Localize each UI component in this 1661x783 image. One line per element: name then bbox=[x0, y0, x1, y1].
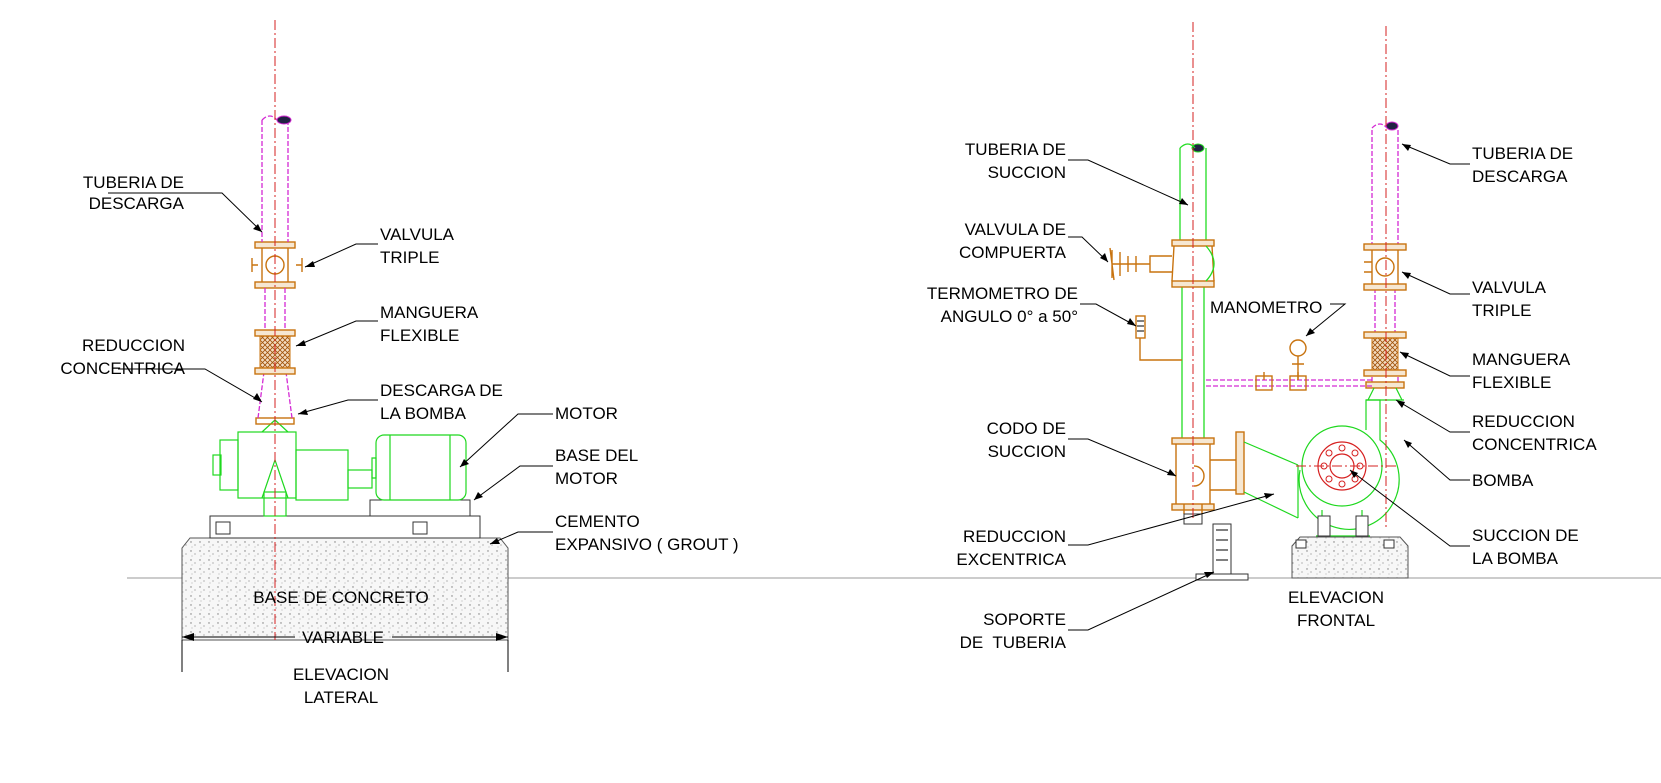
label-base-motor-l2: MOTOR bbox=[555, 469, 618, 488]
label-reduccion-f-l1: REDUCCION bbox=[1472, 412, 1575, 431]
label-base-motor-l1: BASE DEL bbox=[555, 446, 638, 465]
label-tuberia-descarga-f-l2: DESCARGA bbox=[1472, 167, 1568, 186]
triple-valve-frontal bbox=[1363, 243, 1407, 291]
lateral-elevation bbox=[108, 20, 553, 672]
flexible-hose-frontal bbox=[1371, 335, 1399, 371]
motor-base bbox=[369, 499, 471, 517]
label-tuberia-succion-l1: TUBERIA DE bbox=[965, 140, 1066, 159]
title-lateral-l1: ELEVACION bbox=[293, 665, 389, 684]
label-manometro: MANOMETRO bbox=[1210, 298, 1322, 317]
label-reduccion-exc-l1: REDUCCION bbox=[963, 527, 1066, 546]
label-tuberia-succion-l2: SUCCION bbox=[988, 163, 1066, 182]
label-manguera-f-l2: FLEXIBLE bbox=[1472, 373, 1551, 392]
base-frame bbox=[209, 515, 481, 539]
label-soporte-l2: DE TUBERIA bbox=[960, 633, 1067, 652]
label-succion-bomba-l2: LA BOMBA bbox=[1472, 549, 1559, 568]
label-cemento-l1: CEMENTO bbox=[555, 512, 640, 531]
pump-frontal bbox=[1298, 399, 1400, 537]
label-manguera-f-l1: MANGUERA bbox=[1472, 350, 1571, 369]
label-reduccion-l1: REDUCCION bbox=[82, 336, 185, 355]
label-manguera-l1: MANGUERA bbox=[380, 303, 479, 322]
suction-elbow bbox=[1171, 431, 1245, 514]
label-valvula-compuerta-l1: VALVULA DE bbox=[965, 220, 1066, 239]
label-cemento-l2: EXPANSIVO ( GROUT ) bbox=[555, 535, 739, 554]
triple-valve bbox=[251, 241, 303, 289]
label-manguera-l2: FLEXIBLE bbox=[380, 326, 459, 345]
label-tuberia-descarga-f-l1: TUBERIA DE bbox=[1472, 144, 1573, 163]
anchor-bolt bbox=[215, 521, 231, 535]
label-valvula-triple-f-l1: VALVULA bbox=[1472, 278, 1547, 297]
anchor-bolt bbox=[412, 521, 428, 535]
gate-valve bbox=[1109, 239, 1215, 288]
label-tuberia-descarga-l1: TUBERIA DE bbox=[83, 173, 184, 192]
label-soporte-l1: SOPORTE bbox=[983, 610, 1066, 629]
label-reduccion-exc-l2: EXCENTRICA bbox=[956, 550, 1066, 569]
label-bomba: BOMBA bbox=[1472, 471, 1534, 490]
frontal-elevation bbox=[1068, 22, 1470, 631]
label-termometro-l1: TERMOMETRO DE bbox=[927, 284, 1078, 303]
label-termometro-l2: ANGULO 0° a 50° bbox=[941, 307, 1078, 326]
label-reduccion-f-l2: CONCENTRICA bbox=[1472, 435, 1597, 454]
label-succion-bomba-l1: SUCCION DE bbox=[1472, 526, 1579, 545]
motor-lateral bbox=[371, 434, 467, 501]
label-codo-l1: CODO DE bbox=[987, 419, 1066, 438]
label-valvula-triple-f-l2: TRIPLE bbox=[1472, 301, 1532, 320]
label-reduccion-l2: CONCENTRICA bbox=[60, 359, 185, 378]
label-descarga-bomba-l2: LA BOMBA bbox=[380, 404, 467, 423]
pump-lateral bbox=[212, 419, 373, 517]
label-valvula-triple-l1: VALVULA bbox=[380, 225, 455, 244]
thermometer bbox=[1135, 315, 1182, 361]
label-motor: MOTOR bbox=[555, 404, 618, 423]
label-base-concreto: BASE DE CONCRETO bbox=[253, 588, 428, 607]
manometer-tap bbox=[1255, 339, 1307, 391]
title-lateral-l2: LATERAL bbox=[304, 688, 378, 707]
label-tuberia-descarga-l2: DESCARGA bbox=[89, 194, 185, 213]
label-codo-l2: SUCCION bbox=[988, 442, 1066, 461]
svg-text:MOTOR: MOTOR bbox=[555, 404, 618, 423]
pipe-support bbox=[1183, 513, 1249, 581]
concrete-base-frontal bbox=[1291, 536, 1409, 579]
title-frontal-l2: FRONTAL bbox=[1297, 611, 1375, 630]
title-frontal-l1: ELEVACION bbox=[1288, 588, 1384, 607]
label-variable: VARIABLE bbox=[302, 628, 384, 647]
label-descarga-bomba-l1: DESCARGA DE bbox=[380, 381, 503, 400]
label-valvula-compuerta-l2: COMPUERTA bbox=[959, 243, 1067, 262]
label-valvula-triple-l2: TRIPLE bbox=[380, 248, 440, 267]
